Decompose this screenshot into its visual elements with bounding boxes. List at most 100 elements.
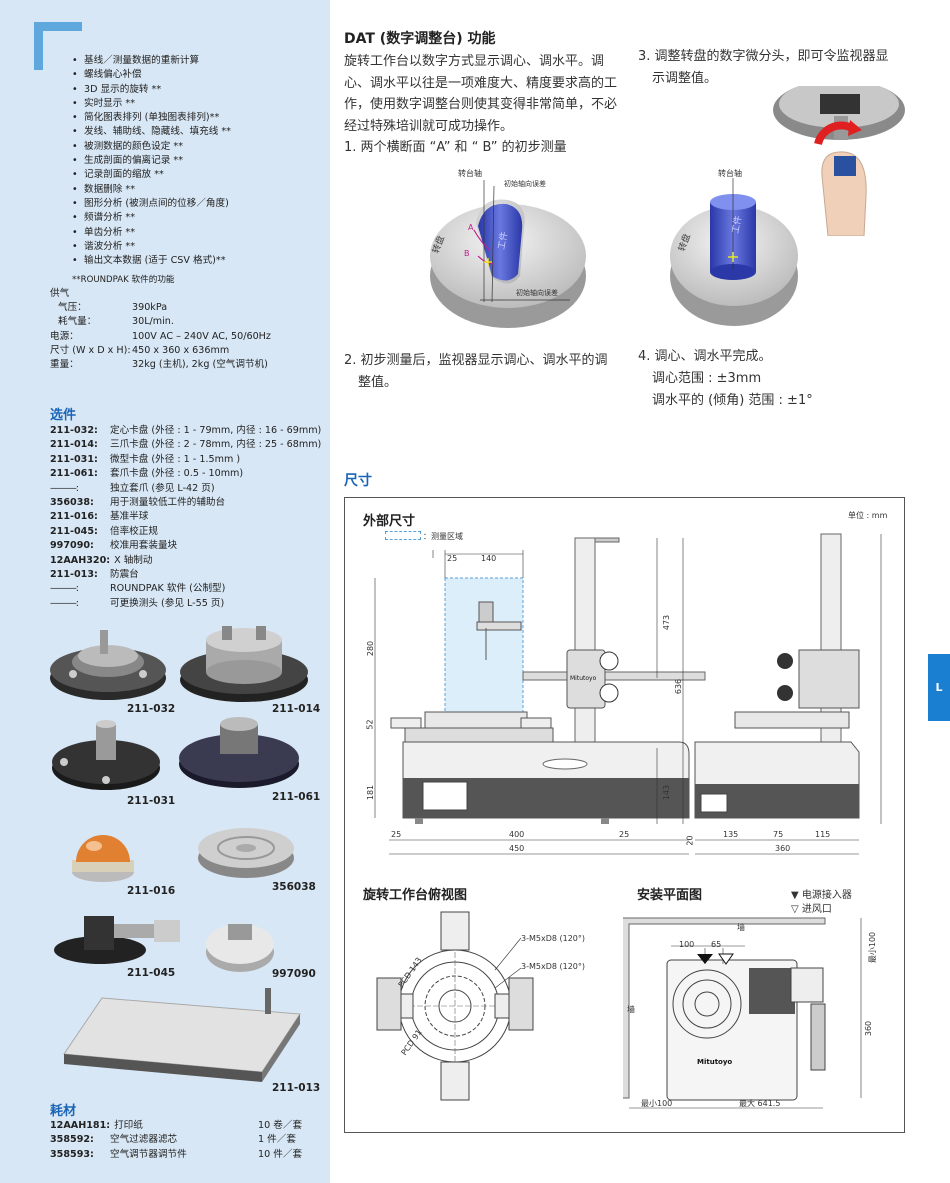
chuck-211-032-image [50,630,166,700]
product-label: 997090 [272,968,316,980]
svg-text:Mitutoyo: Mitutoyo [570,675,597,682]
axis-label: 转台轴 [718,168,742,178]
dim-181: 181 [366,784,376,801]
anti-vibration-table-211-013-image [63,988,301,1082]
step-2: 2. 初步测量后，监视器显示调心、调水平的调整值。 [344,353,608,390]
option-row: 211-013:防震台 [50,569,139,581]
center-error-label: 初始轴向误差 [516,288,558,297]
external-dims-title: 外部尺寸 [363,514,416,529]
wall-label-top: 墙 [737,923,745,932]
tilt-error-label: 初始轴向误差 [504,179,546,188]
feature-item: 记录剖面的缩放 ** [72,168,328,183]
dim-280: 280 [366,640,376,657]
dim-75: 75 [773,830,784,839]
feature-item: 数据删除 ** [72,183,328,198]
product-label: 211-061 [272,791,321,803]
dim-450: 450 [509,844,525,853]
chuck-211-014-image [180,626,308,702]
initial-measurement-diagram: 转台轴 初始轴向误差 初始轴向误差 转盘 工件 A B [430,168,586,328]
option-row: 12AAH320:X 轴制动 [50,554,153,566]
screw-spec-2: 3-M5xD8 (120°) [521,962,586,971]
dim-20: 20 [685,835,695,846]
min-100-bottom: 最小100 [641,1099,673,1108]
hemisphere-211-016-image [72,835,134,882]
dim-140: 140 [481,554,497,563]
chuck-211-061-image [179,717,299,788]
dat-title: DAT (数字调整台) 功能 [344,31,496,47]
feature-list: 基线／测量数据的重新计算 螺线偏心补偿 3D 显示的旋转 ** 实时显示 ** … [72,54,328,269]
dim-143: 143 [662,784,672,801]
external-dimensions-drawing: Mitutoyo [374,533,882,855]
option-row: ———:ROUNDPAK 软件 (公制型) [50,583,226,595]
axis-label: 转台轴 [458,168,482,178]
table-356038-image [198,828,294,878]
step-1: 1. 两个横断面 “A” 和 “ B” 的初步测量 [344,140,567,155]
spec-row: 供气 [50,288,70,299]
features-note: **ROUNDPAK 软件的功能 [72,275,175,285]
gauge-block-997090-image [206,924,274,972]
dim-360-plan: 360 [864,1020,874,1037]
feature-item: 被测数据的颜色设定 ** [72,140,328,155]
screw-spec-1: 3-M5xD8 (120°) [521,934,586,943]
feature-item: 生成剖面的偏离记录 ** [72,154,328,169]
product-label: 211-013 [272,1082,321,1094]
option-row: ———:可更换测头 (参见 L-55 页) [50,597,225,609]
product-label: 356038 [272,881,316,893]
feature-item: 单齿分析 ** [72,226,328,241]
spec-row: 气压：390kPa [58,302,168,314]
dim-65-plan: 65 [711,940,722,949]
product-label: 211-031 [127,795,176,807]
unit-label: 单位 : mm [848,511,888,520]
option-row: 211-032:定心卡盘 (外径 : 1 - 79mm, 内径 : 16 - 6… [50,425,322,436]
option-row: 356038:用于测量较低工件的辅助台 [50,497,226,509]
step-4-title: 4. 调心、调水平完成。 [638,349,772,364]
spec-row: 电源：100V AC – 240V AC, 50/60Hz [50,330,271,342]
dimensions-title: 尺寸 [344,473,372,489]
dim-636: 636 [674,678,684,695]
spec-row: 尺寸 (W x D x H):450 x 360 x 636mm [50,344,230,356]
dim-25-top: 25 [447,554,458,563]
measuring-area-swatch [385,531,421,540]
feature-item: 基线／测量数据的重新计算 [72,54,328,69]
installation-plan-title: 安装平面图 [637,888,703,903]
dimensions-box: 外部尺寸 单位 : mm ：测量区域 Mitutoyo 25 140 280 5… [344,497,905,1133]
measuring-area-label: ：测量区域 [423,532,463,541]
feature-item: 发线、辅助线、隐藏线、填充线 ** [72,125,328,140]
top-view-title: 旋转工作台俯视图 [363,888,468,903]
feature-item: 谐波分析 ** [72,240,328,255]
option-row: ———:独立套爪 (参见 L-42 页) [50,482,215,494]
options-title: 选件 [50,408,77,423]
dim-115: 115 [815,830,831,839]
brand-mark: Mitutoyo [697,1058,732,1066]
corner-mark [34,22,82,70]
feature-item: 简化图表排列 (单独图表排列)** [72,111,328,126]
min-100-right: 最小100 [868,931,878,964]
spec-row: 耗气量：30L/min. [58,316,174,328]
dim-52: 52 [365,719,375,730]
dim-400: 400 [509,830,525,839]
dim-135: 135 [723,830,739,839]
option-row: 997090:校准用套装量块 [50,540,178,552]
option-row: 211-031:微型卡盘 (外径 : 1 - 1.5mm ) [50,453,241,465]
dim-100-plan: 100 [679,940,695,949]
spec-row: 重量：32kg (主机), 2kg (空气调节机) [50,359,268,371]
option-row: 211-061:套爪卡盘 (外径 : 0.5 - 10mm) [50,468,244,480]
feature-item: 3D 显示的旋转 ** [72,83,328,98]
max-641-5: 最大 641.5 [739,1099,781,1108]
option-row: 211-045:倍率校正规 [50,525,158,537]
step-4-leveling: 调水平的 (倾角) 范围 : ±1° [652,393,813,408]
dat-description: 旋转工作台以数字方式显示调心、调水平。调心、调水平以往是一项难度大、精度要求高的… [344,54,618,134]
option-row: 211-014:三爪卡盘 (外径 : 2 - 78mm, 内径 : 25 - 6… [50,439,322,451]
section-tab-l[interactable]: L [928,654,950,721]
product-label: 211-014 [272,703,321,715]
feature-item: 输出文本数据 (适于 CSV 格式)** [72,254,328,269]
dim-25-left: 25 [391,830,402,839]
step-4-centering: 调心范围 : ±3mm [652,371,762,386]
turntable-top-view-drawing: Mitutoyo [376,911,862,1109]
dim-360: 360 [775,844,791,853]
step-3: 3. 调整转盘的数字微分头，即可令监视器显示调整值。 [638,49,889,86]
feature-item: 图形分析 (被测点间的位移／角度) [72,197,328,212]
